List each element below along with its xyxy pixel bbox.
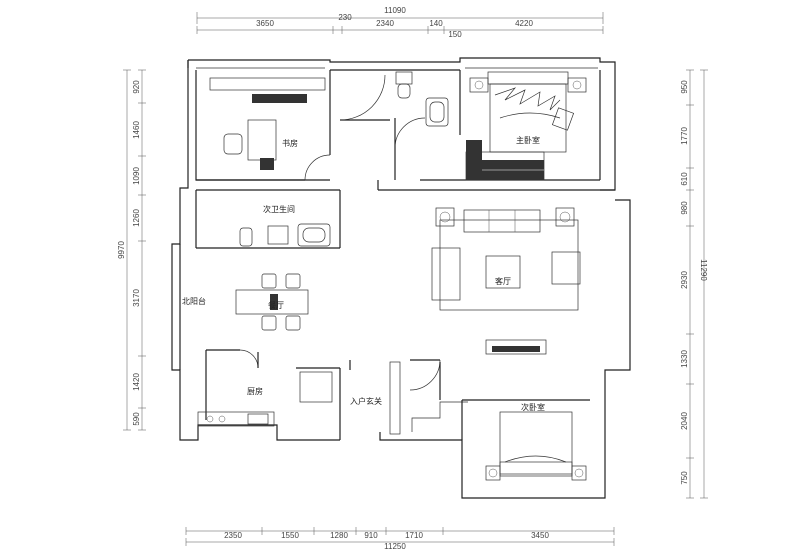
- left-total-dim: 9970: [117, 241, 126, 259]
- second-bedroom: 次卧室: [439, 362, 590, 481]
- right-dim-2: 1770: [680, 127, 689, 145]
- north-balcony: 北阳台: [179, 244, 206, 370]
- left-dimension-group: 9970 920 1460 1090 1260 3170 1420 590: [117, 69, 146, 431]
- top-dim-2: 230: [338, 13, 352, 22]
- living-room-label: 客厅: [495, 276, 511, 286]
- entrance: 入户玄关: [349, 359, 468, 435]
- right-dim-7: 2040: [680, 412, 689, 430]
- bottom-dim-1: 2350: [224, 531, 242, 540]
- left-dim-2: 1460: [132, 121, 141, 139]
- right-dim-3: 610: [680, 172, 689, 186]
- top-dim-1: 3650: [256, 19, 274, 28]
- entrance-label: 入户玄关: [350, 396, 382, 406]
- study-label: 书房: [282, 138, 298, 148]
- second-bedroom-label: 次卧室: [521, 402, 545, 412]
- bottom-dim-2: 1550: [281, 531, 299, 540]
- bottom-dim-4: 910: [364, 531, 378, 540]
- right-dimension-group: 950 1770 610 980 2930 1330 2040 750 1129…: [680, 69, 708, 499]
- left-dim-3: 1090: [132, 167, 141, 185]
- top-dim-6: 4220: [515, 19, 533, 28]
- left-dim-4: 1260: [132, 209, 141, 227]
- outer-walls: [171, 57, 631, 499]
- kitchen: 厨房: [197, 349, 341, 440]
- bottom-total-dim: 11250: [384, 542, 406, 551]
- master-bathroom: [330, 69, 461, 181]
- top-dim-5: 150: [448, 30, 462, 39]
- second-bathroom: 次卫生间: [195, 189, 341, 249]
- left-dim-1: 920: [132, 80, 141, 94]
- right-dim-4: 980: [680, 201, 689, 215]
- dining-room-label: 餐厅: [268, 301, 284, 310]
- bottom-dim-6: 3450: [531, 531, 549, 540]
- second-bathroom-label: 次卫生间: [263, 204, 295, 214]
- bottom-dimension-group: 2350 1550 1280 910 1710 3450 11250: [185, 527, 615, 551]
- bookshelf-shape: [252, 94, 307, 103]
- top-dimension-group: 11090 3650 230 2340 140 150 4220: [196, 6, 604, 39]
- master-bedroom-label: 主卧室: [516, 135, 540, 145]
- top-total-dim: 11090: [384, 6, 406, 15]
- right-dim-1: 950: [680, 80, 689, 94]
- top-dim-4: 140: [429, 19, 443, 28]
- kitchen-label: 厨房: [247, 386, 263, 396]
- master-bedroom: 主卧室: [460, 70, 601, 181]
- left-dim-6: 1420: [132, 373, 141, 391]
- study-room: 书房: [195, 70, 331, 181]
- top-dim-3: 2340: [376, 19, 394, 28]
- north-balcony-label: 北阳台: [182, 296, 206, 306]
- right-dim-6: 1330: [680, 350, 689, 368]
- living-room: 客厅: [377, 180, 615, 355]
- right-dim-8: 750: [680, 471, 689, 485]
- left-dim-5: 3170: [132, 289, 141, 307]
- bottom-dim-3: 1280: [330, 531, 348, 540]
- right-total-dim: 11290: [699, 259, 708, 281]
- dining-room: 餐厅: [235, 273, 309, 331]
- right-dim-5: 2930: [680, 271, 689, 289]
- bottom-dim-5: 1710: [405, 531, 423, 540]
- left-dim-7: 590: [132, 412, 141, 426]
